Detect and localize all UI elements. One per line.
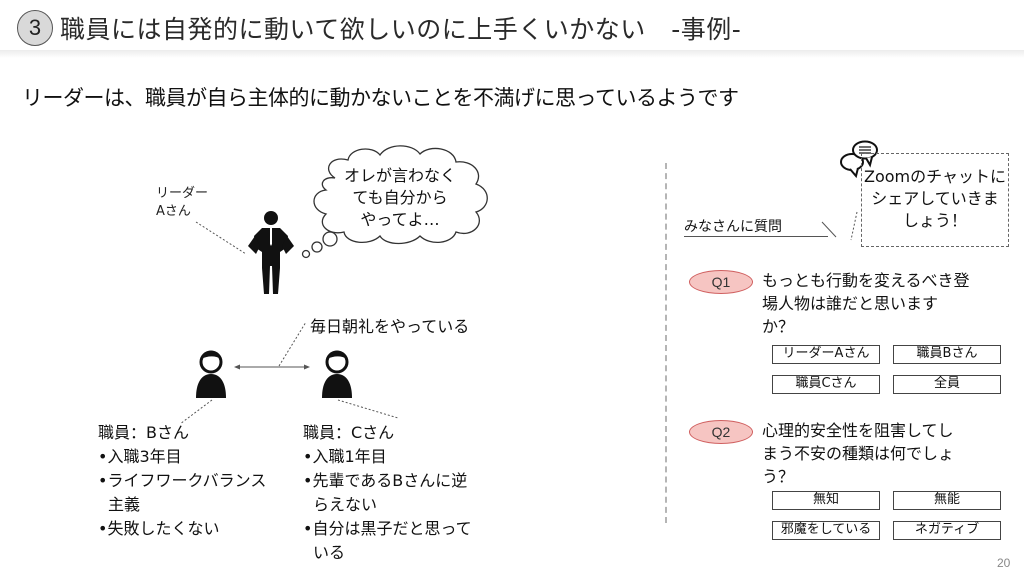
slide-subtitle: リーダーは、職員が自ら主体的に動かないことを不満げに思っているようです — [22, 86, 739, 110]
q1-text-line: もっとも行動を変えるべき登 — [762, 271, 970, 290]
zoom-note-line: しょう！ — [902, 211, 967, 230]
staff-c-bullet: •自分は黒子だと思って — [303, 519, 472, 538]
businessman-icon — [248, 211, 294, 294]
staff-c-description: 職員：Cさん •入職1年目 •先輩であるBさんに逆 らえない •自分は黒子だと思… — [303, 421, 503, 565]
relation-pointer-line — [278, 321, 307, 367]
questions-heading: みなさんに質問 — [684, 219, 782, 235]
zoom-note-pointer — [850, 211, 858, 241]
thought-bubble-text: オレが言わなく ても自分から やってよ… — [325, 165, 475, 231]
zoom-chat-note: Zoomのチャットに シェアしていきま しょう！ — [861, 153, 1009, 247]
staff-c-bullet-cont: いる — [313, 543, 346, 562]
zoom-note-line: シェアしていきま — [871, 189, 999, 208]
leader-pointer-line — [195, 221, 247, 255]
q1-option-staff-c[interactable]: 職員Cさん — [772, 375, 880, 394]
thought-line: オレが言わなく — [343, 166, 456, 185]
leader-label-name: Aさん — [156, 204, 191, 219]
q2-text: 心理的安全性を阻害してし まう不安の種類は何でしょ う？ — [762, 419, 982, 488]
staff-b-bullet-cont: 主義 — [108, 495, 141, 514]
q1-option-leader-a[interactable]: リーダーAさん — [772, 345, 880, 364]
staff-b-pointer-line — [179, 399, 213, 425]
person-icon-b — [196, 350, 226, 398]
person-icon-c — [322, 350, 352, 398]
leader-label: リーダー Aさん — [156, 185, 208, 221]
section-number-badge: 3 — [17, 10, 53, 46]
q2-option-negative[interactable]: ネガティブ — [893, 521, 1001, 540]
questions-heading-underline — [684, 236, 828, 237]
heading-slash — [821, 221, 837, 238]
staff-c-bullet: •先輩であるBさんに逆 — [303, 471, 468, 490]
relation-label: 毎日朝礼をやっている — [310, 317, 470, 336]
section-divider — [665, 163, 667, 523]
staff-c-name: 職員：Cさん — [303, 423, 395, 442]
staff-c-bullet: •入職1年目 — [303, 447, 387, 466]
thought-line: やってよ… — [360, 210, 440, 229]
thought-line: ても自分から — [352, 188, 448, 207]
q2-option-ignorance[interactable]: 無知 — [772, 491, 880, 510]
page-number: 20 — [997, 556, 1011, 570]
staff-b-bullet: •入職3年目 — [98, 447, 182, 466]
staff-b-description: 職員：Bさん •入職3年目 •ライフワークバランス 主義 •失敗したくない — [98, 421, 298, 541]
staff-b-name: 職員：Bさん — [98, 423, 189, 442]
q2-text-line: う？ — [762, 467, 795, 486]
staff-b-bullet: •ライフワークバランス — [98, 471, 267, 490]
leader-label-role: リーダー — [156, 186, 209, 201]
slide-title: 職員には自発的に動いて欲しいのに上手くいかない -事例- — [60, 15, 742, 44]
q2-badge: Q2 — [689, 420, 753, 444]
slide-header — [0, 0, 1024, 50]
q2-text-line: まう不安の種類は何でしょ — [762, 444, 955, 463]
q1-option-everyone[interactable]: 全員 — [893, 375, 1001, 394]
q1-badge: Q1 — [689, 270, 753, 294]
staff-c-pointer-line — [337, 399, 399, 419]
q2-option-intrusive[interactable]: 邪魔をしている — [772, 521, 880, 540]
zoom-note-line: Zoomのチャットに — [864, 167, 1006, 186]
header-shadow — [0, 50, 1024, 58]
q1-text-line: か？ — [762, 317, 795, 336]
q2-text-line: 心理的安全性を阻害してし — [762, 421, 954, 440]
q1-option-staff-b[interactable]: 職員Bさん — [893, 345, 1001, 364]
q1-text-line: 場人物は誰だと思います — [762, 294, 939, 313]
q2-option-incompetence[interactable]: 無能 — [893, 491, 1001, 510]
q1-text: もっとも行動を変えるべき登 場人物は誰だと思います か？ — [762, 269, 982, 338]
staff-c-bullet-cont: らえない — [313, 495, 378, 514]
thought-cloud — [301, 145, 488, 259]
chat-bubbles-icon — [840, 140, 878, 179]
staff-b-bullet: •失敗したくない — [98, 519, 220, 538]
